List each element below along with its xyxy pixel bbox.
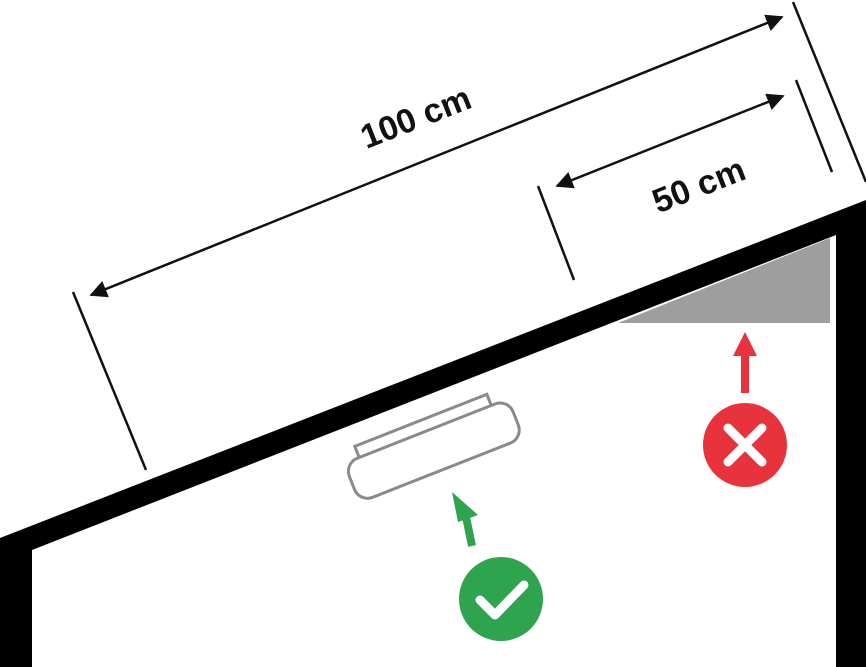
dimension-arrow-50cm xyxy=(555,93,785,189)
extension-line-right-short xyxy=(794,79,834,173)
cross-icon xyxy=(723,423,767,467)
smoke-detector xyxy=(346,392,521,500)
green-arrow-head xyxy=(452,492,478,522)
correct-placement-indicator xyxy=(452,492,543,641)
checkmark-icon xyxy=(475,580,529,620)
extension-line-mid xyxy=(536,185,576,281)
dimension-label-50cm: 50 cm xyxy=(647,150,751,221)
dimension-label-100cm: 100 cm xyxy=(355,79,476,157)
extension-line-right xyxy=(791,1,866,183)
dimension-50cm: 50 cm xyxy=(536,79,834,281)
dead-air-zone xyxy=(618,238,830,323)
red-arrow-head xyxy=(733,332,757,356)
extension-line-left xyxy=(71,291,148,471)
checkmark-badge xyxy=(459,557,543,641)
dimension-arrow-100cm xyxy=(89,14,784,298)
incorrect-placement-indicator xyxy=(703,332,787,487)
